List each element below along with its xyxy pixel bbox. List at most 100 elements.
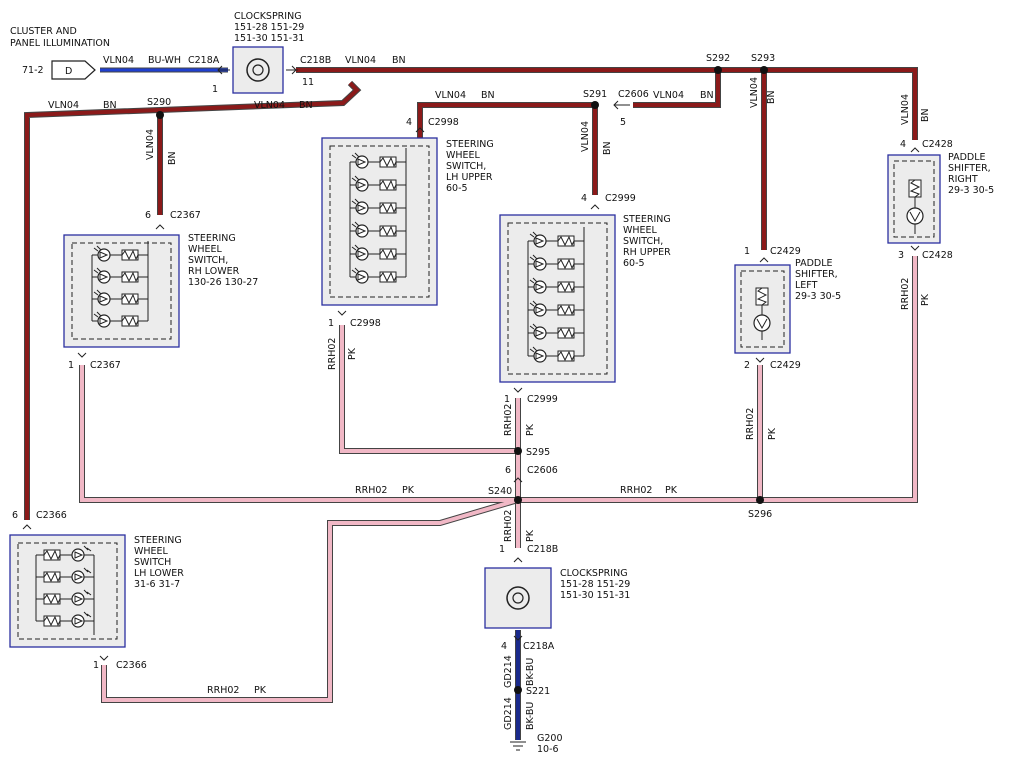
svg-text:PK: PK xyxy=(665,485,678,496)
rh-lower-name4: RH LOWER xyxy=(188,266,240,277)
lh-upper-name2: WHEEL xyxy=(446,150,481,161)
switch-rail xyxy=(349,148,407,277)
lh-lower-name1: STEERING xyxy=(134,535,182,546)
component-lh-upper: STEERING WHEEL SWITCH, LH UPPER 60-5 4 C… xyxy=(321,117,494,329)
top-clockspring-conn-right: C218B xyxy=(300,55,331,66)
svg-text:VLN04: VLN04 xyxy=(580,121,591,152)
svg-text:VLN04: VLN04 xyxy=(254,100,285,111)
connector-pin-arrow-icon xyxy=(513,387,523,393)
paddle-left-ref: 29-3 30-5 xyxy=(795,291,841,302)
lh-lower-conn-top: C2366 xyxy=(36,510,67,521)
paddle-right-conn-bottom: C2428 xyxy=(922,250,953,261)
splice-s295-label: S295 xyxy=(526,447,550,458)
rh-upper-conn-bottom: C2999 xyxy=(527,394,558,405)
connector-pin-arrow-icon xyxy=(590,204,600,210)
top-clockspring-ref2: 151-30 151-31 xyxy=(234,33,304,44)
switch-row xyxy=(36,567,94,584)
svg-text:PK: PK xyxy=(254,685,267,696)
splice-s293 xyxy=(760,66,768,74)
switch-row xyxy=(36,589,94,606)
paddle-left-name1: PADDLE xyxy=(795,258,833,269)
svg-text:RRH02: RRH02 xyxy=(620,485,652,496)
rh-upper-switches xyxy=(527,227,585,363)
lh-upper-ref: 60-5 xyxy=(446,183,468,194)
rh-upper-pin-bottom: 1 xyxy=(504,394,510,405)
svg-text:VLN04: VLN04 xyxy=(435,90,466,101)
rh-lower-ref: 130-26 130-27 xyxy=(188,277,258,288)
top-clockspring-box xyxy=(232,46,284,94)
paddle-left-conn-top: C2429 xyxy=(770,246,801,257)
svg-text:GD214: GD214 xyxy=(503,697,514,730)
splice-s292 xyxy=(714,66,722,74)
rh-lower-conn-bottom: C2367 xyxy=(90,360,121,371)
svg-text:VLN04: VLN04 xyxy=(749,77,760,108)
switch-row xyxy=(528,277,584,294)
connector-pin-arrow-icon xyxy=(77,352,87,358)
top-clockspring-ref1: 151-28 151-29 xyxy=(234,22,304,33)
svg-text:BN: BN xyxy=(299,100,313,111)
connector-pin-arrow-icon xyxy=(910,147,920,153)
component-rh-upper: STEERING WHEEL SWITCH, RH UPPER 60-5 4 C… xyxy=(499,193,671,405)
lh-lower-name3: SWITCH xyxy=(134,557,171,568)
rh-lower-name2: WHEEL xyxy=(188,244,223,255)
svg-text:RRH02: RRH02 xyxy=(207,685,239,696)
switch-row xyxy=(92,289,148,306)
connector-pin-arrow-icon xyxy=(155,224,165,230)
rh-lower-pin-bottom: 1 xyxy=(68,360,74,371)
svg-text:BN: BN xyxy=(481,90,495,101)
c2606-label: C2606 xyxy=(618,89,649,100)
rh-upper-name2: WHEEL xyxy=(623,225,658,236)
lh-upper-pin-top: 4 xyxy=(406,117,412,128)
top-clockspring-pin-left: 1 xyxy=(212,84,218,95)
splice-s221 xyxy=(514,686,522,694)
top-clockspring-conn-left: C218A xyxy=(188,55,220,66)
lh-lower-name2: WHEEL xyxy=(134,546,169,557)
svg-text:RRH02: RRH02 xyxy=(355,485,387,496)
paddle-right-box xyxy=(887,154,941,244)
svg-text:RRH02: RRH02 xyxy=(327,338,338,370)
svg-text:RRH02: RRH02 xyxy=(745,408,756,440)
connector-pin-arrow-icon xyxy=(513,477,523,483)
rh-upper-name3: SWITCH, xyxy=(623,236,663,247)
bottom-clockspring-conn-top: C218B xyxy=(527,544,558,555)
splice-s292-label: S292 xyxy=(706,53,730,64)
svg-text:PK: PK xyxy=(347,347,358,360)
rh-lower-name1: STEERING xyxy=(188,233,236,244)
connector-arrow-icon xyxy=(613,100,630,110)
wire-vln04-bn-bus xyxy=(25,68,917,520)
bottom-clockspring-title: CLOCKSPRING xyxy=(560,568,628,579)
switch-row xyxy=(92,267,148,284)
rh-lower-name3: SWITCH, xyxy=(188,255,228,266)
svg-text:PK: PK xyxy=(402,485,415,496)
splice-s290-label: S290 xyxy=(147,97,171,108)
splice-s221-label: S221 xyxy=(526,686,550,697)
paddle-left-name2: SHIFTER, xyxy=(795,269,838,280)
switch-row xyxy=(36,545,94,562)
cluster-title-line2: PANEL ILLUMINATION xyxy=(10,38,110,49)
paddle-left-name3: LEFT xyxy=(795,280,818,291)
cluster-title-line1: CLUSTER AND xyxy=(10,26,77,37)
cluster-connector-shape xyxy=(51,60,96,80)
bottom-clockspring-ref2: 151-30 151-31 xyxy=(560,590,630,601)
svg-text:VLN04: VLN04 xyxy=(345,55,376,66)
paddle-left-pin-bottom: 2 xyxy=(744,360,750,371)
paddle-right-pin-top: 4 xyxy=(900,139,906,150)
component-lh-lower: STEERING WHEEL SWITCH LH LOWER 31-6 31-7… xyxy=(9,510,184,671)
lh-lower-pin-top: 6 xyxy=(12,510,18,521)
svg-text:VLN04: VLN04 xyxy=(900,94,911,125)
switch-row xyxy=(350,152,406,169)
bottom-clockspring-conn-bottom: C218A xyxy=(523,641,555,652)
paddle-right-pin-bottom: 3 xyxy=(898,250,904,261)
lh-lower-pin-bottom: 1 xyxy=(93,660,99,671)
svg-text:BN: BN xyxy=(392,55,406,66)
bottom-clockspring-pin-top: 1 xyxy=(499,544,505,555)
lh-lower-name4: LH LOWER xyxy=(134,568,184,579)
lh-upper-name1: STEERING xyxy=(446,139,494,150)
wire-label-vln04-left: VLN04 xyxy=(103,55,134,66)
paddle-right-name3: RIGHT xyxy=(948,174,978,185)
lh-upper-pin-bottom: 1 xyxy=(328,318,334,329)
bottom-clockspring-box xyxy=(484,567,552,629)
ground-label: G200 xyxy=(537,733,563,744)
top-clockspring-title: CLOCKSPRING xyxy=(234,11,302,22)
